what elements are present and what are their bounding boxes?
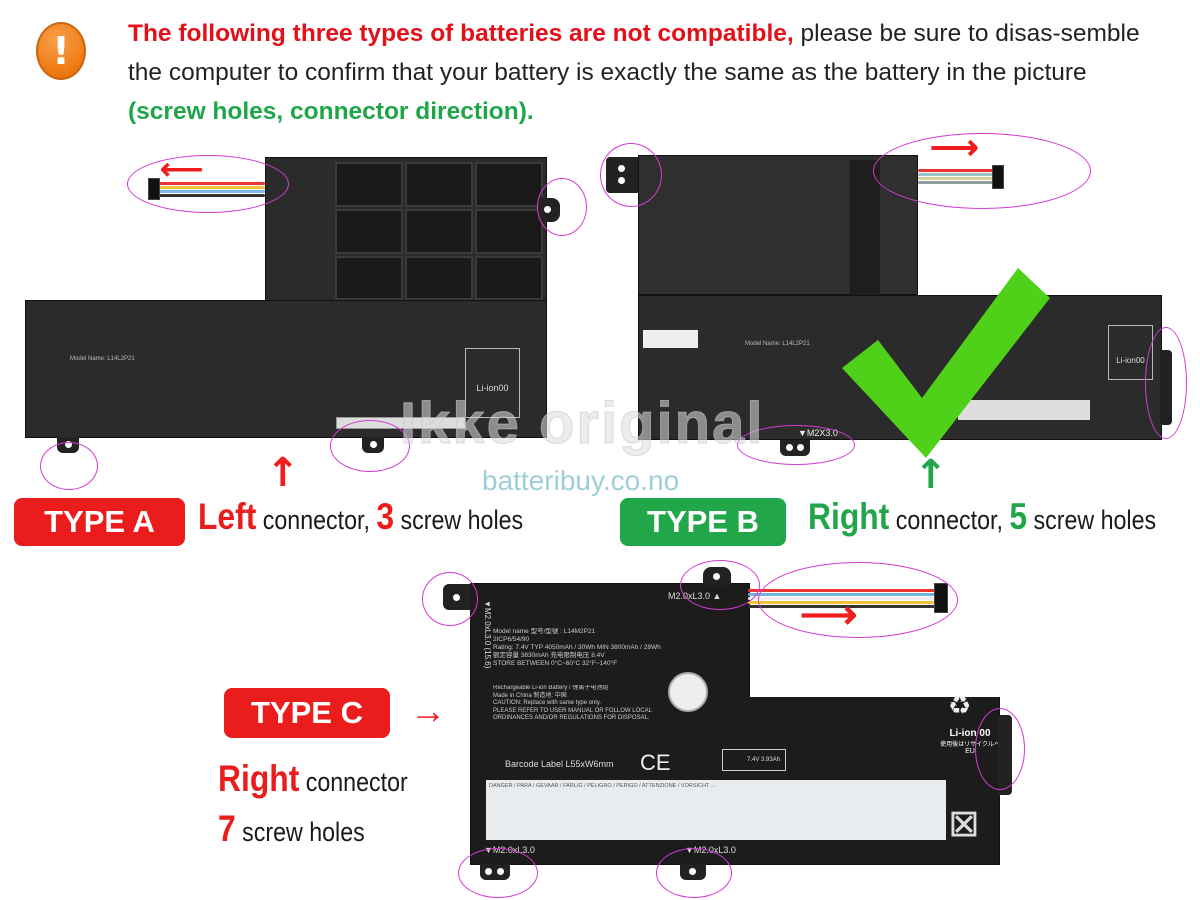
battery-c-join bbox=[470, 698, 750, 700]
notice-highlight-red: The following three types of batteries a… bbox=[128, 20, 794, 47]
battery-c-caution-label: Rechargeable Li-ion Battery / 锂离子电池组 Mad… bbox=[493, 685, 713, 723]
barcode-label-text: Barcode Label L55xW6mm bbox=[505, 759, 614, 769]
battery-c-caution-line: ORDINANCES AND/OR REGULATIONS FOR DISPOS… bbox=[493, 715, 650, 721]
crossed-bin-icon: ⊠ bbox=[948, 803, 980, 845]
up-arrow-icon: ↑ bbox=[266, 450, 300, 496]
type-b-connector-text: connector, bbox=[889, 505, 1010, 535]
notice-highlight-green: (screw holes, connector direction). bbox=[128, 98, 534, 125]
battery-c-recycle-label: Li-ion 00 bbox=[949, 728, 991, 739]
battery-a-recycle-text: Li-ion00 bbox=[476, 383, 509, 393]
battery-a-cell bbox=[405, 209, 473, 254]
battery-c-recycle-text: Li-ion 00 使用後はリサイクルへ EU bbox=[940, 728, 1000, 755]
watermark-text: Ikke original bbox=[399, 391, 765, 457]
connector-highlight-ellipse bbox=[873, 133, 1091, 209]
battery-b-label-text: Model Name: L14L2P21 bbox=[745, 340, 855, 410]
type-a-badge: TYPE A bbox=[14, 498, 185, 546]
type-b-badge: TYPE B bbox=[620, 498, 786, 546]
battery-c-spec-line: STORE BETWEEN 0°C~60°C 32°F~140°F bbox=[493, 660, 618, 667]
type-a-connector-text: connector, bbox=[256, 505, 377, 535]
type-a-caption: Left connector, 3 screw holes bbox=[198, 496, 523, 538]
battery-a-label-text: Model Name: L14L2P21 bbox=[70, 355, 160, 415]
screw-hole-highlight-ellipse bbox=[680, 560, 760, 610]
battery-c-caution-line: PLEASE REFER TO USER MANUAL OR FOLLOW LO… bbox=[493, 707, 652, 714]
battery-a-cell bbox=[335, 209, 403, 254]
battery-c-eu: EU bbox=[965, 748, 975, 755]
battery-c-model: Model name 型号/型號 : L14M2P21 bbox=[493, 628, 596, 635]
battery-a-cell bbox=[405, 162, 473, 207]
screw-hole-highlight-ellipse bbox=[40, 442, 98, 490]
battery-a-lower-block bbox=[25, 300, 547, 438]
type-c-holes-text: screw holes bbox=[235, 817, 365, 847]
screw-hole-highlight-ellipse bbox=[737, 425, 855, 465]
screw-hole-highlight-ellipse bbox=[600, 143, 662, 207]
type-c-connector-text: connector bbox=[299, 767, 408, 797]
screw-hole-highlight-ellipse bbox=[656, 848, 732, 898]
battery-c-spec-line: 2ICP6/54/90 bbox=[493, 636, 530, 643]
recycle-icon: ♻ bbox=[948, 690, 972, 720]
type-b-direction: Right bbox=[808, 496, 890, 537]
battery-c-spec-label: Model name 型号/型號 : L14M2P21 2ICP6/54/90 … bbox=[493, 628, 713, 668]
battery-a-cell bbox=[475, 162, 543, 207]
battery-c-side-screw-marking: ▼M2.0xL3.0 (15.6) bbox=[483, 600, 492, 669]
warning-icon: ! bbox=[36, 22, 86, 80]
battery-b-recycle-text: Li-ion00 bbox=[1116, 356, 1145, 365]
up-arrow-green-icon: ↑ bbox=[914, 452, 948, 498]
battery-c-caution-line: CAUTION: Replace with same type only. bbox=[493, 700, 601, 706]
battery-a-recycle-label: Li-ion00 bbox=[465, 348, 520, 418]
type-c-holes-count: 7 bbox=[218, 808, 236, 849]
connector-highlight-ellipse bbox=[127, 155, 289, 213]
battery-a-model: Model Name: L14L2P21 bbox=[70, 356, 135, 362]
battery-a-cell bbox=[335, 256, 403, 300]
type-b-holes-count: 5 bbox=[1009, 496, 1028, 537]
compatibility-notice: The following three types of batteries a… bbox=[128, 14, 1158, 131]
type-c-caption-line-2: 7 screw holes bbox=[218, 808, 365, 850]
screw-hole-highlight-ellipse bbox=[330, 420, 410, 472]
type-b-caption: Right connector, 5 screw holes bbox=[808, 496, 1156, 538]
notice-text: please be sure to disas-semble the compu… bbox=[128, 20, 1140, 86]
type-c-badge: TYPE C bbox=[224, 688, 390, 738]
battery-a-cell bbox=[475, 256, 543, 300]
battery-b-model: Model Name: L14L2P21 bbox=[745, 341, 810, 347]
right-arrow-icon: → bbox=[410, 690, 446, 731]
type-c-direction: Right bbox=[218, 758, 300, 799]
recycle-seal-icon bbox=[668, 672, 708, 712]
battery-c-recycle-sub: 使用後はリサイクルへ bbox=[940, 742, 1000, 748]
screw-hole-highlight-ellipse bbox=[975, 708, 1025, 790]
watermark-site: batteribuy.co.no bbox=[482, 465, 680, 496]
screw-hole-highlight-ellipse bbox=[537, 178, 587, 236]
battery-b-barcode bbox=[958, 400, 1090, 420]
checkmark-icon bbox=[842, 268, 1050, 458]
battery-b-white-label bbox=[643, 330, 698, 348]
battery-c-spec-line: 额定容量 3830mAh 充电限制电压 8.4V bbox=[493, 652, 605, 659]
battery-b-divider bbox=[850, 160, 880, 295]
screw-hole-highlight-ellipse bbox=[458, 848, 538, 898]
type-c-caption-line-1: Right connector bbox=[218, 758, 408, 800]
type-b-holes-text: screw holes bbox=[1027, 505, 1157, 535]
type-a-holes-text: screw holes bbox=[394, 505, 524, 535]
screw-hole-highlight-ellipse bbox=[1145, 327, 1187, 439]
ps-mark: 7.4V 3.93Ah bbox=[722, 749, 786, 771]
battery-c-spec-line: Rating: 7.4V TYP 4050mAh / 30Wh MIN 3800… bbox=[493, 644, 661, 651]
connector-highlight-ellipse bbox=[758, 562, 958, 638]
ce-mark: CE bbox=[640, 750, 671, 775]
battery-c-caution-line: Rechargeable Li-ion Battery / 锂离子电池组 bbox=[493, 685, 609, 691]
screw-hole-highlight-ellipse bbox=[422, 572, 478, 626]
battery-c-warning-label: DANGER / PARA / GEVAAR / FARLIG / PELIGR… bbox=[486, 780, 946, 840]
type-a-holes-count: 3 bbox=[376, 496, 395, 537]
battery-a-cell bbox=[335, 162, 403, 207]
battery-a-cell bbox=[405, 256, 473, 300]
battery-a-cell bbox=[475, 209, 543, 254]
battery-c-caution-line: Made in China 制造地: 中国 bbox=[493, 692, 567, 699]
type-a-direction: Left bbox=[198, 496, 257, 537]
